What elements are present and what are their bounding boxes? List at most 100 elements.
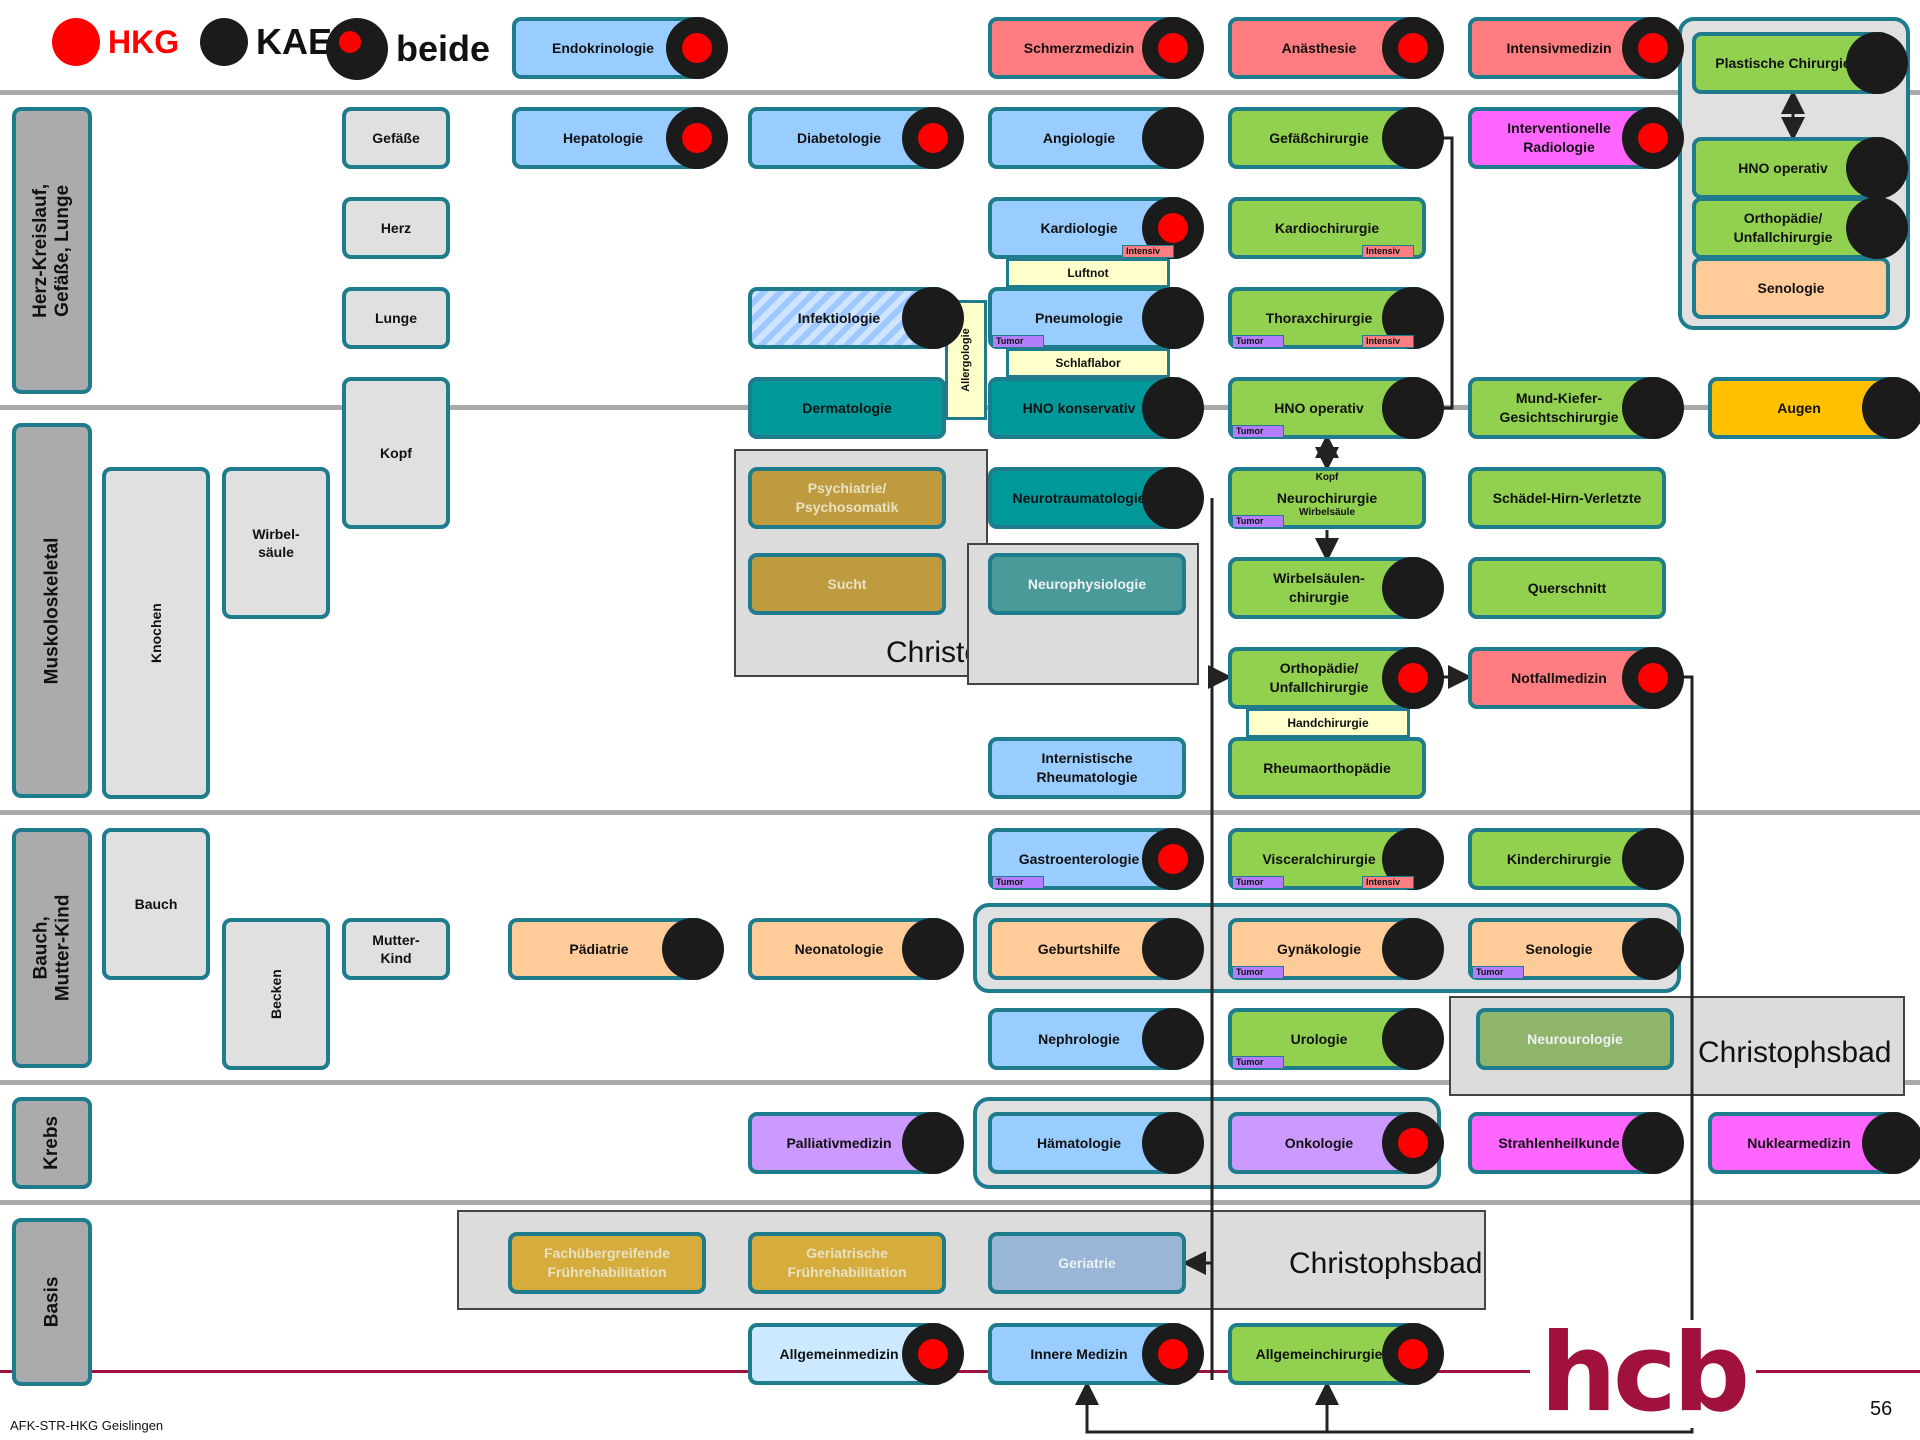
kae-dot-icon	[1382, 107, 1444, 169]
organ-label: Kopf	[380, 444, 412, 461]
kae-dot-icon	[902, 1112, 964, 1174]
sub-label: Handchirurgie	[1287, 716, 1369, 730]
tag-tumor: Tumor	[1232, 966, 1284, 979]
kae-dot-icon	[902, 918, 964, 980]
node-senologie_r[interactable]: Senologie	[1692, 257, 1890, 319]
organ-kopf: Kopf	[342, 377, 450, 529]
node-label: Neurotraumatologie	[1012, 489, 1146, 506]
connector-arrow	[1426, 136, 1454, 410]
organ-label: Bauch	[134, 895, 178, 912]
tag-tumor: Tumor	[1232, 335, 1284, 348]
organ-bauch: Bauch	[102, 828, 210, 980]
node-rheumaortho[interactable]: Rheumaorthopädie	[1228, 737, 1426, 799]
node-dermatologie[interactable]: Dermatologie	[748, 377, 946, 439]
node-geriatrie[interactable]: Geriatrie	[988, 1232, 1186, 1294]
kae-dot-icon	[1142, 1008, 1204, 1070]
node-label: Neurochirurgie	[1276, 489, 1378, 506]
kae-dot-icon	[1846, 137, 1908, 199]
node-label: Kinderchirurgie	[1506, 850, 1612, 867]
kae-dot-icon	[1622, 828, 1684, 890]
node-fachfrueh[interactable]: Fachübergreifende Frührehabilitation	[508, 1232, 706, 1294]
node-label: Nephrologie	[1038, 1030, 1120, 1047]
note-top: Kopf	[1315, 472, 1339, 483]
node-label: Geburtshilfe	[1037, 940, 1121, 957]
organ-becken: Becken	[222, 918, 330, 1070]
christophsbad-label: Christophsbad	[1289, 1247, 1483, 1280]
note-bottom: Wirbelsäule	[1298, 507, 1356, 518]
node-label: Wirbelsäulen- chirurgie	[1273, 570, 1365, 605]
legend-dot-icon	[200, 18, 248, 66]
kae-dot-icon	[1142, 377, 1204, 439]
node-querschnitt[interactable]: Querschnitt	[1468, 557, 1666, 619]
kae-dot-icon	[1382, 918, 1444, 980]
category-label: Muskoloskeletal	[41, 537, 63, 684]
legend-dot-icon	[326, 18, 388, 80]
category-label: Basis	[41, 1276, 63, 1328]
kae-dot-icon	[1382, 1008, 1444, 1070]
node-shv[interactable]: Schädel-Hirn-Verletzte	[1468, 467, 1666, 529]
kae-dot-icon	[902, 287, 964, 349]
category-krebs: Krebs	[12, 1097, 92, 1189]
kae-dot-icon	[1622, 377, 1684, 439]
node-label: Allgemeinchirurgie	[1255, 1345, 1383, 1362]
kae-dot-icon	[1142, 287, 1204, 349]
node-neurophys[interactable]: Neurophysiologie	[988, 553, 1186, 615]
node-label: Allgemeinmedizin	[779, 1345, 899, 1362]
category-basis: Basis	[12, 1218, 92, 1386]
node-neurochirurgie[interactable]: Neurochirurgie	[1228, 467, 1426, 529]
tag-tumor: Tumor	[992, 335, 1044, 348]
node-label: Hämatologie	[1036, 1134, 1121, 1151]
node-label: Neurophysiologie	[1027, 575, 1147, 592]
organ-knochen: Knochen	[102, 467, 210, 799]
both-dot-icon	[1382, 17, 1444, 79]
kae-dot-icon	[1846, 32, 1908, 94]
node-label: Nuklearmedizin	[1747, 1134, 1851, 1151]
category-label: Krebs	[41, 1116, 63, 1170]
node-label: Hepatologie	[562, 129, 644, 146]
node-label: HNO konservativ	[1022, 399, 1136, 416]
kae-dot-icon	[1142, 918, 1204, 980]
node-label: Internistische Rheumatologie	[1036, 750, 1138, 785]
legend-item-hkg: HKG	[52, 18, 179, 66]
node-label: Gastroenterologie	[1018, 850, 1140, 867]
node-label: Onkologie	[1284, 1134, 1354, 1151]
node-label: Neurourologie	[1527, 1030, 1623, 1047]
sub-label: Luftnot	[1067, 266, 1109, 280]
legend-label: beide	[396, 28, 491, 69]
kae-dot-icon	[662, 918, 724, 980]
kae-dot-icon	[1862, 1112, 1920, 1174]
organ-wirbelsaeule: Wirbel- säule	[222, 467, 330, 619]
kae-dot-icon	[1142, 467, 1204, 529]
node-label: Geriatrische Frührehabilitation	[787, 1245, 907, 1280]
kae-dot-icon	[1382, 557, 1444, 619]
node-int_rheuma[interactable]: Internistische Rheumatologie	[988, 737, 1186, 799]
node-neurourologie[interactable]: Neurourologie	[1476, 1008, 1674, 1070]
node-psych[interactable]: Psychiatrie/ Psychosomatik	[748, 467, 946, 529]
both-dot-icon	[1622, 647, 1684, 709]
sub-schlaflabor: Schlaflabor	[1006, 348, 1170, 378]
organ-label: Wirbel- säule	[252, 525, 300, 560]
organ-mutterkind: Mutter- Kind	[342, 918, 450, 980]
node-label: Infektiologie	[797, 309, 881, 326]
category-herz: Herz-Kreislauf, Gefäße, Lunge	[12, 107, 92, 394]
both-dot-icon	[902, 107, 964, 169]
node-gerfrueh[interactable]: Geriatrische Frührehabilitation	[748, 1232, 946, 1294]
tag-tumor: Tumor	[1232, 515, 1284, 528]
node-label: Endokrinologie	[552, 39, 654, 56]
tag-intensiv: Intensiv	[1362, 335, 1414, 348]
node-label: Orthopädie/ Unfallchirurgie	[1269, 660, 1369, 695]
node-sucht[interactable]: Sucht	[748, 553, 946, 615]
organ-label: Mutter- Kind	[372, 931, 420, 966]
both-dot-icon	[666, 107, 728, 169]
node-label: Psychiatrie/ Psychosomatik	[795, 480, 899, 515]
both-dot-icon	[1382, 1112, 1444, 1174]
node-label: Pädiatrie	[569, 940, 629, 957]
node-label: Interventionelle Radiologie	[1507, 120, 1611, 155]
both-dot-icon	[1382, 647, 1444, 709]
kae-dot-icon	[1862, 377, 1920, 439]
node-label: Angiologie	[1042, 129, 1116, 146]
node-label: Visceralchirurgie	[1262, 850, 1376, 867]
legend-label: HKG	[108, 23, 180, 60]
node-label: Geriatrie	[1058, 1254, 1116, 1271]
